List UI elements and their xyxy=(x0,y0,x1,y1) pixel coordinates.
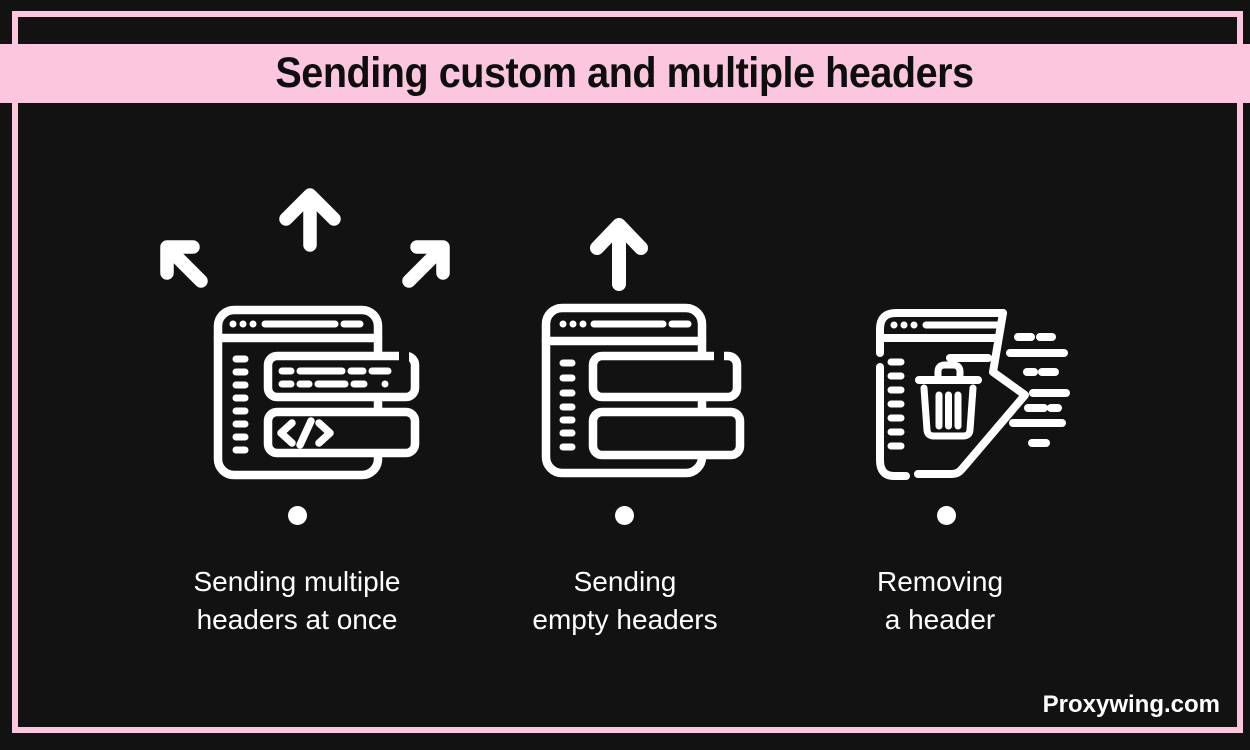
speed-dashes-icon xyxy=(1006,333,1070,447)
header-row-icon xyxy=(263,350,420,402)
torn-browser-window-icon xyxy=(876,309,1029,480)
feature-label: Sending multiple headers at once xyxy=(137,563,457,639)
send-multiple-headers-icon xyxy=(160,188,450,480)
up-arrow-icon xyxy=(590,218,648,291)
bullet-dot xyxy=(615,506,634,525)
title-banner: Sending custom and multiple headers xyxy=(0,44,1250,103)
feature-label-line: headers at once xyxy=(196,604,398,635)
outgoing-arrows-icon xyxy=(160,188,450,288)
bullet-dot xyxy=(937,506,956,525)
feature-label: Sending empty headers xyxy=(465,563,785,639)
remove-header-icon xyxy=(876,309,1070,480)
trash-can-icon xyxy=(915,361,982,440)
browser-window-icon xyxy=(213,305,383,480)
brand-watermark: Proxywing.com xyxy=(1042,691,1220,718)
bullet-dot xyxy=(288,506,307,525)
code-row-icon xyxy=(263,407,420,458)
feature-label-line: Removing xyxy=(876,566,1004,597)
feature-label: Removing a header xyxy=(780,563,1100,639)
send-empty-headers-icon xyxy=(541,218,745,478)
feature-label-line: a header xyxy=(884,604,996,635)
border-frame xyxy=(12,11,1243,733)
feature-label-line: Sending multiple xyxy=(193,566,401,597)
feature-label-line: Sending xyxy=(573,566,677,597)
page-title: Sending custom and multiple headers xyxy=(275,49,975,97)
feature-label-line: empty headers xyxy=(532,604,718,635)
empty-header-rows-icon xyxy=(588,350,745,460)
browser-window-icon xyxy=(541,303,707,478)
